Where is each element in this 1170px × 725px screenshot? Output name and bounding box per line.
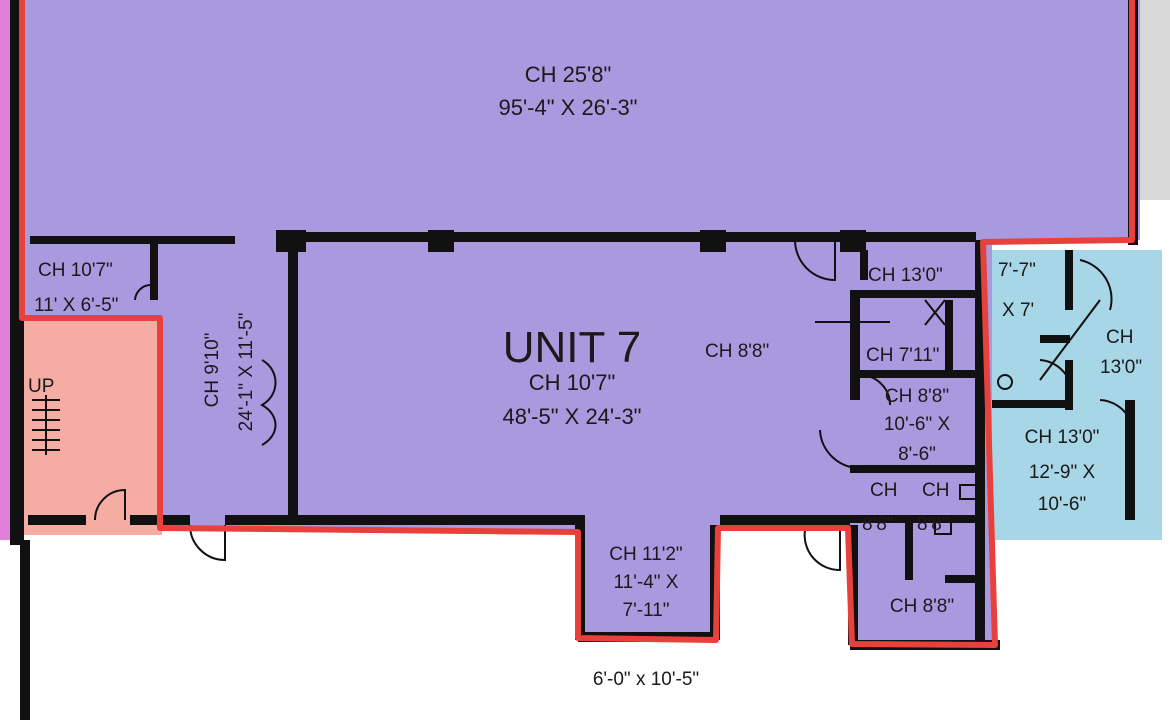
unit-ceiling: CH 10'7" — [529, 370, 616, 395]
unit7-upper-fill — [16, 0, 1140, 240]
small-left-ceiling: CH 10'7" — [38, 260, 113, 281]
unit-dims: 48'-5" X 24'-3" — [503, 404, 642, 429]
small-b-line2: 8'8" — [917, 514, 949, 535]
bump-out-fill — [578, 525, 718, 640]
right-grey-strip — [1140, 0, 1170, 200]
small-a-line1: CH — [870, 480, 897, 501]
main-upper-dims: 95'-4" X 26'-3" — [499, 95, 638, 120]
bottom-right-room-fill — [850, 525, 995, 643]
main-upper-ceiling: CH 25'8" — [525, 62, 612, 87]
stair-label: UP — [28, 376, 54, 397]
blue-ch-line2: 13'0" — [1100, 357, 1142, 378]
stair-icon — [32, 395, 60, 455]
unit-boundary — [19, 0, 1135, 648]
unit-name: UNIT 7 — [503, 323, 642, 372]
small-a-line2: 8'8" — [862, 514, 894, 535]
blue-room-dims-1: 12'-9" X — [1029, 462, 1096, 483]
blue-room-dims-2: 10'-6" — [1038, 494, 1086, 515]
office-right-dims-1: 10'-6" X — [884, 414, 951, 435]
walls — [10, 0, 1138, 720]
bump-out-dims-1: 11'-4" X — [614, 572, 679, 593]
corridor-ceiling: CH 9'10" — [202, 333, 223, 408]
hall-note-ceiling: CH 8'8" — [705, 341, 769, 362]
blue-room-ceiling: CH 13'0" — [1025, 427, 1100, 448]
small-b-line1: CH — [922, 480, 949, 501]
bump-out-note: 6'-0" x 10'-5" — [593, 669, 699, 690]
blue-ch-line1: CH — [1106, 327, 1133, 348]
office-right-dims-2: 8'-6" — [898, 444, 936, 465]
closet-ceiling: CH 7'11" — [866, 345, 939, 366]
bump-out-dims-2: 7'-11" — [623, 600, 670, 621]
small-left-dims: 11' X 6'-5" — [34, 295, 118, 316]
unit7-left-small-fill — [16, 240, 166, 320]
bottom-right-ceiling: CH 8'8" — [890, 596, 954, 617]
right-top-ceiling: CH 13'0" — [868, 265, 943, 286]
corridor-dims: 24'-1" X 11'-5" — [236, 313, 257, 432]
stair-area-fill — [16, 320, 162, 535]
blue-small-line1: 7'-7" — [998, 260, 1036, 281]
fixture-marks — [924, 299, 1101, 535]
office-right-ceiling: CH 8'8" — [885, 386, 949, 407]
door-swings — [94, 239, 1131, 572]
blue-small-line2: X 7' — [1002, 300, 1034, 321]
bump-out-ceiling: CH 11'2" — [609, 544, 682, 565]
